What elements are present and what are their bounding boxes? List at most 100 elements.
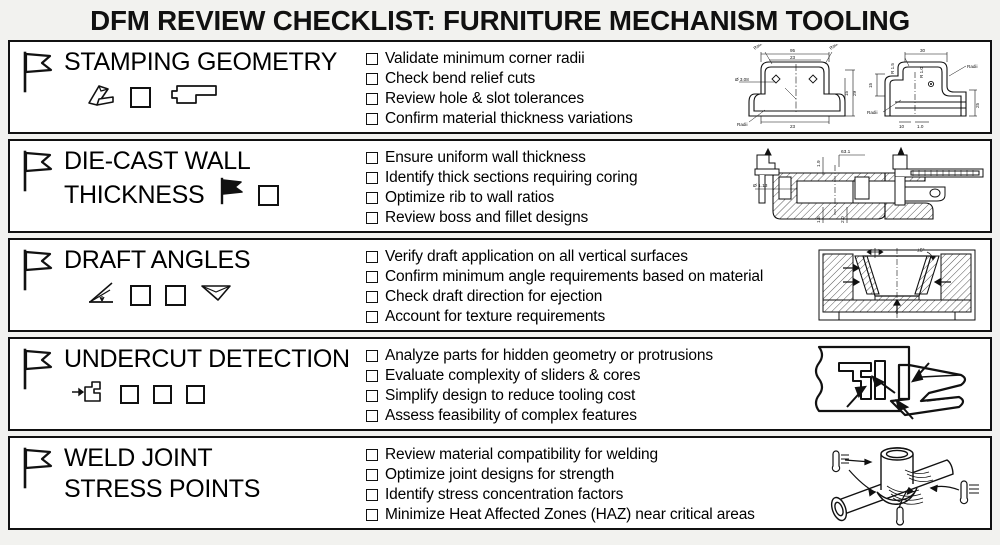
section-title-draft-angles: DRAFT ANGLES (64, 246, 251, 274)
svg-text:1.6: 1.6 (816, 216, 822, 223)
checklist-item[interactable]: Optimize joint designs for strength (366, 465, 815, 485)
checklist-item[interactable]: Assess feasibility of complex features (366, 406, 805, 426)
tapered-draft-shape-icon (200, 282, 232, 309)
checkbox[interactable] (366, 410, 378, 422)
checklist-item[interactable]: Evaluate complexity of sliders & cores (366, 366, 805, 386)
checklist-item[interactable]: Review hole & slot tolerances (366, 89, 731, 109)
checkbox[interactable] (366, 172, 378, 184)
flag-outline-icon (20, 344, 64, 429)
bent-sheet-metal-icon (86, 82, 116, 113)
section-title-line2: STRESS POINTS (64, 475, 261, 503)
checklist-item[interactable]: Minimize Heat Affected Zones (HAZ) near … (366, 505, 815, 525)
checkbox[interactable] (366, 449, 378, 461)
section-title-line2-text: THICKNESS (64, 180, 205, 209)
undercut-geometry-arrows-drawing (809, 339, 990, 429)
square-icon (130, 87, 151, 108)
checkbox[interactable] (366, 350, 378, 362)
checkbox[interactable] (366, 291, 378, 303)
checklist-item-label: Review hole & slot tolerances (385, 90, 584, 107)
section-header-weld-joint-stress-points: WELD JOINT STRESS POINTS (10, 438, 362, 528)
checklist-item[interactable]: Confirm minimum angle requirements based… (366, 267, 805, 287)
svg-text:63.1: 63.1 (841, 149, 851, 155)
section-weld-joint-stress-points: WELD JOINT STRESS POINTS Review material… (8, 436, 992, 530)
checklist-item-label: Review boss and fillet designs (385, 209, 589, 226)
section-title-weld-joint-stress-points: WELD JOINT (64, 444, 213, 472)
sections-container: STAMPING GEOMETRY (0, 40, 1000, 530)
checklist-die-cast-wall-thickness: Ensure uniform wall thickness Identify t… (362, 141, 735, 231)
checkbox[interactable] (366, 152, 378, 164)
section-header-undercut-detection: UNDERCUT DETECTION (10, 339, 362, 429)
checkbox[interactable] (366, 251, 378, 263)
checklist-item-label: Verify draft application on all vertical… (385, 248, 688, 265)
checklist-item[interactable]: Identify stress concentration factors (366, 485, 815, 505)
checklist-item[interactable]: Account for texture requirements (366, 307, 805, 327)
checklist-item[interactable]: Review material compatibility for weldin… (366, 445, 815, 465)
svg-text:15: 15 (844, 90, 849, 96)
checklist-item[interactable]: Confirm material thickness variations (366, 109, 731, 129)
angle-measure-icon (86, 280, 116, 311)
undercut-arrow-icon (70, 379, 106, 410)
formed-bracket-profile-icon (165, 83, 219, 112)
svg-text:23: 23 (790, 124, 796, 129)
stamped-bracket-orthographic-drawing: 95 23 23 15 29 Ø 3.08 Radii Radii Radii (735, 42, 990, 132)
checkbox[interactable] (366, 192, 378, 204)
checklist-item[interactable]: Review boss and fillet designs (366, 208, 731, 228)
checkbox[interactable] (366, 469, 378, 481)
checkbox[interactable] (366, 53, 378, 65)
svg-text:Radii: Radii (967, 64, 977, 69)
page-title: DFM REVIEW CHECKLIST: FURNITURE MECHANIS… (90, 5, 910, 36)
checklist-item[interactable]: Identify thick sections requiring coring (366, 168, 731, 188)
checklist-item[interactable]: Check draft direction for ejection (366, 287, 805, 307)
svg-text:1.0: 1.0 (917, 124, 924, 129)
flag-outline-icon (20, 245, 64, 330)
checklist-item[interactable]: Check bend relief cuts (366, 69, 731, 89)
checkbox[interactable] (366, 93, 378, 105)
flag-outline-icon (20, 47, 64, 132)
svg-text:15: 15 (868, 82, 873, 88)
checklist-item-label: Confirm minimum angle requirements based… (385, 268, 764, 285)
checklist-item-label: Analyze parts for hidden geometry or pro… (385, 347, 713, 364)
svg-text:R 1.5: R 1.5 (890, 63, 895, 74)
section-title-stamping-geometry: STAMPING GEOMETRY (64, 48, 338, 76)
checkbox[interactable] (366, 113, 378, 125)
checkbox[interactable] (366, 390, 378, 402)
checklist-item-label: Optimize rib to wall ratios (385, 189, 555, 206)
checklist-undercut-detection: Analyze parts for hidden geometry or pro… (362, 339, 809, 429)
checkbox[interactable] (366, 212, 378, 224)
section-undercut-detection: UNDERCUT DETECTION (8, 337, 992, 431)
checklist-item-label: Validate minimum corner radii (385, 50, 585, 67)
checkbox[interactable] (366, 73, 378, 85)
checklist-item[interactable]: Simplify design to reduce tooling cost (366, 386, 805, 406)
checklist-item[interactable]: Verify draft application on all vertical… (366, 247, 805, 267)
checklist-item[interactable]: Optimize rib to wall ratios (366, 188, 731, 208)
svg-text:Radii: Radii (753, 44, 764, 51)
checklist-item[interactable]: Validate minimum corner radii (366, 49, 731, 69)
svg-text:29: 29 (852, 90, 857, 96)
svg-text:R 1.0: R 1.0 (919, 67, 924, 78)
checklist-item[interactable]: Analyze parts for hidden geometry or pro… (366, 346, 805, 366)
square-icon (120, 385, 139, 404)
checkbox[interactable] (366, 509, 378, 521)
checklist-item-label: Check draft direction for ejection (385, 288, 603, 305)
checkbox[interactable] (366, 271, 378, 283)
svg-text:30: 30 (920, 48, 926, 53)
checkbox[interactable] (366, 370, 378, 382)
checklist-item-label: Check bend relief cuts (385, 70, 536, 87)
checklist-item-label: Evaluate complexity of sliders & cores (385, 367, 641, 384)
svg-text:23: 23 (790, 55, 796, 60)
checklist-item-label: Account for texture requirements (385, 308, 606, 325)
svg-text:95: 95 (790, 48, 796, 53)
glyph-row-draft-angles (64, 280, 362, 311)
checklist-item-label: Ensure uniform wall thickness (385, 149, 586, 166)
section-die-cast-wall-thickness: DIE-CAST WALL THICKNESS (8, 139, 992, 233)
checkbox[interactable] (366, 311, 378, 323)
section-draft-angles: DRAFT ANGLES (8, 238, 992, 332)
svg-text:10: 10 (899, 124, 905, 129)
checklist-item-label: Simplify design to reduce tooling cost (385, 387, 636, 404)
svg-text:Ø 3.08: Ø 3.08 (735, 77, 749, 82)
checklist-item[interactable]: Ensure uniform wall thickness (366, 148, 731, 168)
section-title-undercut-detection: UNDERCUT DETECTION (64, 345, 350, 373)
checkbox[interactable] (366, 489, 378, 501)
checklist-item-label: Review material compatibility for weldin… (385, 446, 658, 463)
svg-text:Ø 1.13: Ø 1.13 (753, 183, 768, 189)
